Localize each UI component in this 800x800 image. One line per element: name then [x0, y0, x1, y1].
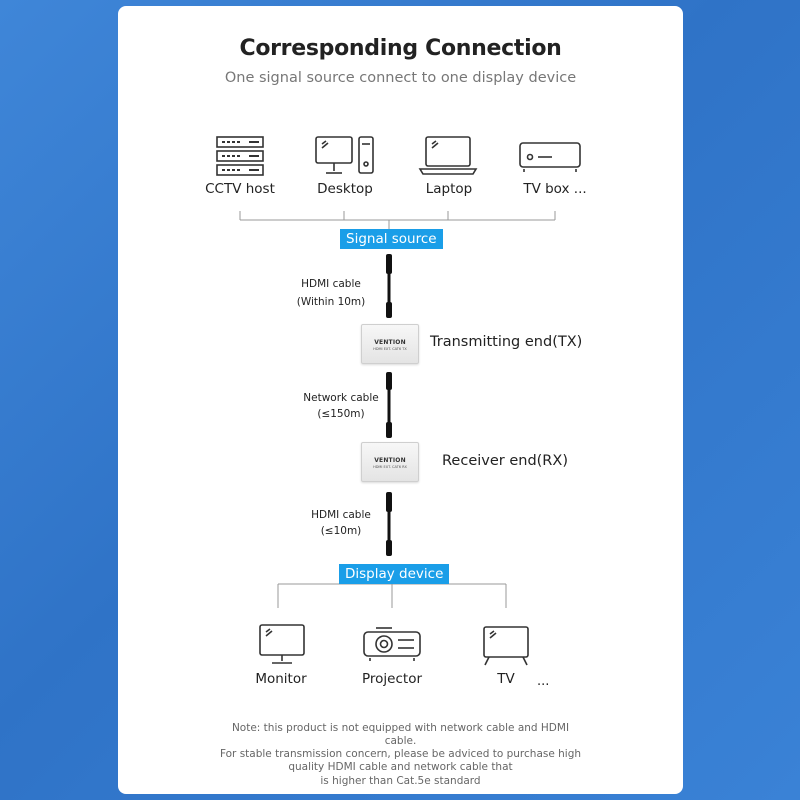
- cable1-label: HDMI cable (Within 10m): [276, 278, 386, 309]
- rx-model: HDMI EXT. CAT6 RX: [373, 465, 407, 469]
- cable3-label: HDMI cable (≤10m): [286, 509, 396, 538]
- cable3-length: (≤10m): [320, 525, 362, 538]
- display-label-tv: TV: [497, 671, 515, 687]
- source-label-desktop: Desktop: [317, 181, 373, 197]
- page-title: Corresponding Connection: [239, 36, 562, 61]
- source-label-tvbox: TV box ...: [523, 181, 587, 197]
- desktop-computer-icon: [315, 136, 374, 174]
- network-cable: [386, 372, 392, 438]
- rx-brand: VENTION: [374, 457, 406, 464]
- server-rack-icon: [216, 136, 264, 176]
- cable2-type: Network cable: [303, 392, 379, 404]
- display-more-ellipsis: ...: [537, 674, 550, 689]
- page-subtitle: One signal source connect to one display…: [224, 70, 577, 86]
- display-label-projector: Projector: [362, 671, 422, 687]
- connector-lines: [239, 211, 556, 608]
- cable2-length: (≤150m): [317, 408, 365, 421]
- transmitter-device: VENTION HDMI EXT. CAT6 TX: [361, 324, 419, 364]
- footnote-line-2: For stable transmission concern, please …: [219, 748, 582, 761]
- tx-brand: VENTION: [374, 339, 406, 346]
- cable2-label: Network cable (≤150m): [286, 392, 396, 421]
- cable1-length: (Within 10m): [296, 296, 366, 309]
- footnote-line-3: quality HDMI cable and network cable tha…: [288, 761, 513, 774]
- display-device-badge: Display device: [339, 564, 450, 584]
- content-card: Corresponding Connection One signal sour…: [118, 6, 683, 794]
- receiver-device: VENTION HDMI EXT. CAT6 RX: [361, 442, 419, 482]
- cable3-type: HDMI cable: [311, 509, 371, 521]
- laptop-icon: [418, 136, 478, 175]
- tv-box-icon: [519, 142, 581, 172]
- tx-model: HDMI EXT. CAT6 TX: [373, 347, 407, 351]
- receiver-label: Receiver end(RX): [442, 453, 568, 469]
- transmitter-label: Transmitting end(TX): [430, 334, 583, 350]
- source-label-laptop: Laptop: [425, 181, 473, 197]
- footnote-line-1: Note: this product is not equipped with …: [231, 722, 570, 748]
- source-label-cctv: CCTV host: [205, 181, 275, 197]
- signal-source-badge: Signal source: [340, 229, 443, 249]
- display-label-monitor: Monitor: [255, 671, 307, 687]
- footnote: Note: this product is not equipped with …: [218, 722, 583, 788]
- projector-icon: [363, 627, 421, 661]
- tv-icon: [483, 626, 529, 666]
- hdmi-cable-2: [386, 492, 392, 556]
- footnote-line-4: is higher than Cat.5e standard: [320, 774, 481, 787]
- cable1-type: HDMI cable: [301, 278, 361, 290]
- monitor-icon: [259, 624, 305, 664]
- hdmi-cable-1: [386, 254, 392, 318]
